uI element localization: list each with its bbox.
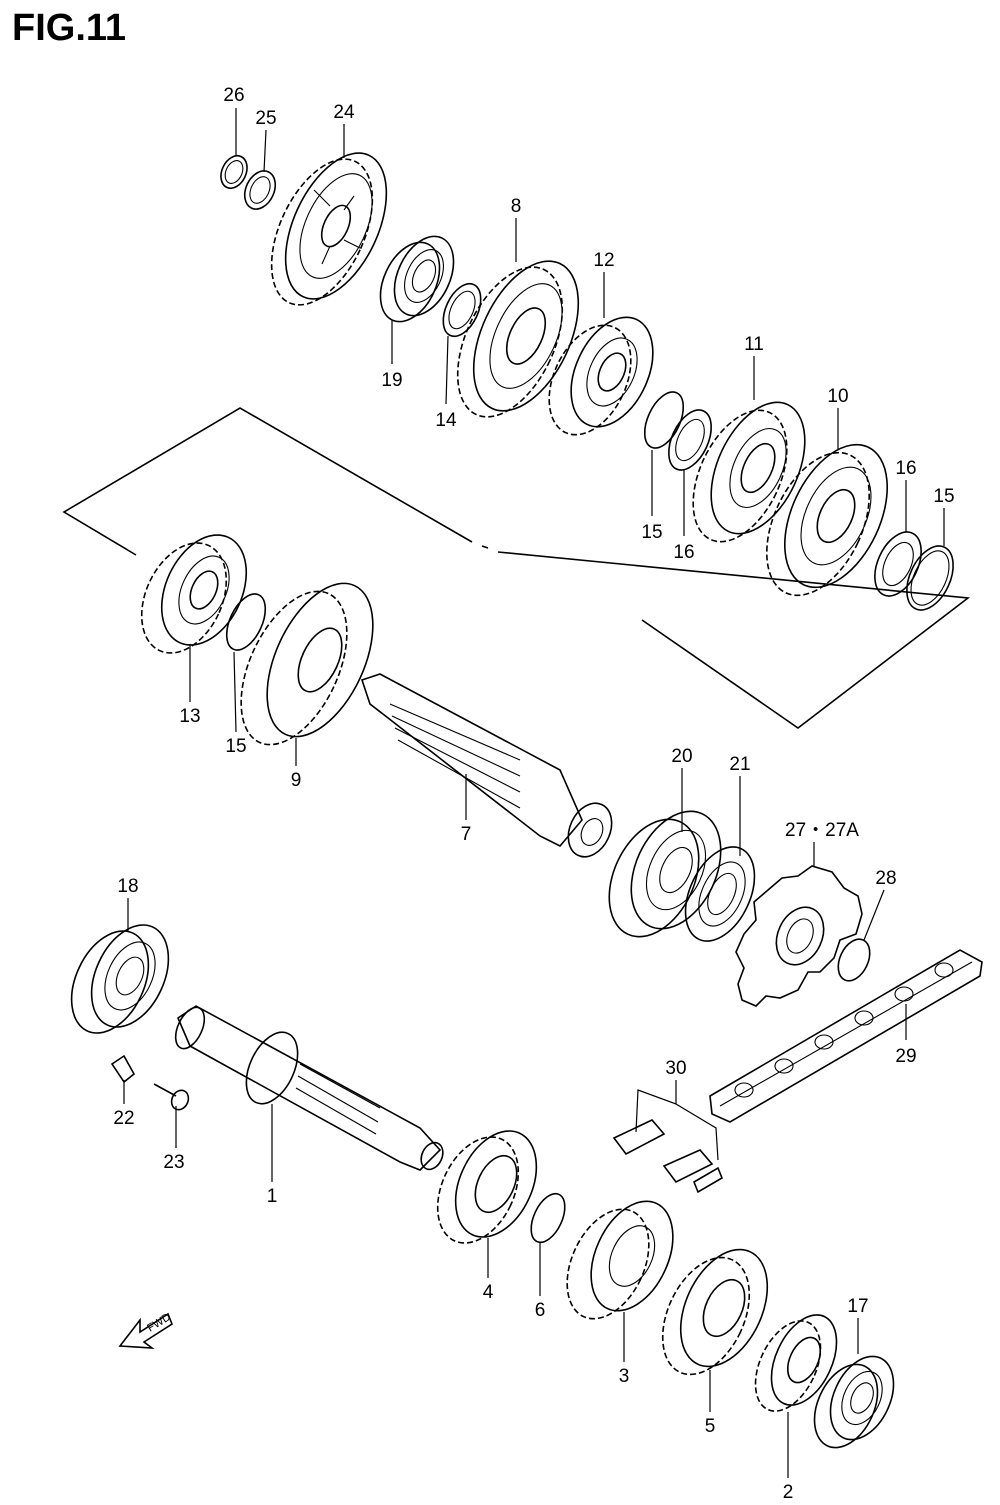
leader-lines xyxy=(123,108,945,1478)
gear-5 xyxy=(661,1248,769,1376)
figure-title: FIG.11 xyxy=(12,7,126,49)
callout-10: 10 xyxy=(827,386,848,407)
callout-15-middle: 15 xyxy=(225,736,246,757)
gear-8 xyxy=(456,260,580,418)
callout-21: 21 xyxy=(729,754,750,775)
bearing-20 xyxy=(608,810,722,938)
washer-14 xyxy=(442,282,482,338)
arrow-left-down-icon xyxy=(118,1312,173,1349)
chain-joint-30 xyxy=(612,1119,723,1194)
circlip-15-middle xyxy=(225,593,267,651)
callout-29: 29 xyxy=(895,1046,916,1067)
circlip-6 xyxy=(530,1192,566,1244)
callout-30: 30 xyxy=(665,1058,686,1079)
gear-12 xyxy=(548,316,654,436)
callout-17: 17 xyxy=(847,1296,868,1317)
callout-9: 9 xyxy=(291,770,302,791)
callout-20: 20 xyxy=(671,746,692,767)
drive-chain-29 xyxy=(709,949,983,1123)
callout-18: 18 xyxy=(117,876,138,897)
gear-4 xyxy=(436,1130,538,1244)
bearing-17 xyxy=(813,1355,895,1449)
gear-24 xyxy=(270,152,388,306)
callout-23: 23 xyxy=(163,1152,184,1173)
callout-26: 26 xyxy=(223,85,244,106)
oil-seal-21 xyxy=(684,846,756,942)
callout-15-right: 15 xyxy=(933,486,954,507)
callout-7: 7 xyxy=(461,824,472,845)
callout-16-upper: 16 xyxy=(673,542,694,563)
gear-3 xyxy=(566,1200,674,1320)
callout-12: 12 xyxy=(593,250,614,271)
callout-24: 24 xyxy=(333,102,355,123)
callout-6: 6 xyxy=(535,1300,546,1321)
callout-13: 13 xyxy=(179,706,200,727)
bearing-retainer-22 xyxy=(110,1054,136,1084)
callout-28: 28 xyxy=(875,868,896,889)
callout-15-upper: 15 xyxy=(641,522,662,543)
washer-25 xyxy=(243,170,277,210)
callout-27-27a: 27・27A xyxy=(785,820,859,841)
callout-14: 14 xyxy=(435,410,457,431)
circlip-28 xyxy=(837,938,871,982)
circlip-15-upper xyxy=(643,391,685,449)
callout-22: 22 xyxy=(113,1108,134,1129)
reference-frame xyxy=(62,407,971,729)
callout-5: 5 xyxy=(705,1416,716,1437)
circlip-26 xyxy=(220,154,248,190)
callout-1: 1 xyxy=(267,1186,278,1207)
gear-11 xyxy=(692,401,806,543)
countershaft-7 xyxy=(360,673,613,858)
washer-16-right xyxy=(874,531,922,597)
washer-16-upper xyxy=(668,409,712,471)
gear-10 xyxy=(765,443,889,597)
callout-19: 19 xyxy=(381,370,402,391)
driveshaft-1 xyxy=(174,1005,444,1171)
callout-16-right: 16 xyxy=(895,458,916,479)
screw-23 xyxy=(153,1083,190,1111)
bearing-19 xyxy=(379,235,455,323)
callout-3: 3 xyxy=(619,1366,630,1387)
forward-direction-indicator: FWD xyxy=(118,1311,173,1349)
callout-25: 25 xyxy=(255,108,276,129)
circlip-15-right xyxy=(906,545,954,611)
callout-11: 11 xyxy=(744,334,764,355)
callout-2: 2 xyxy=(783,1482,794,1503)
gear-13 xyxy=(140,534,248,654)
bearing-18 xyxy=(70,924,170,1034)
engine-sprocket-27 xyxy=(735,865,863,1007)
callout-4: 4 xyxy=(483,1282,494,1303)
callout-8: 8 xyxy=(511,196,522,217)
gear-9 xyxy=(240,582,374,746)
